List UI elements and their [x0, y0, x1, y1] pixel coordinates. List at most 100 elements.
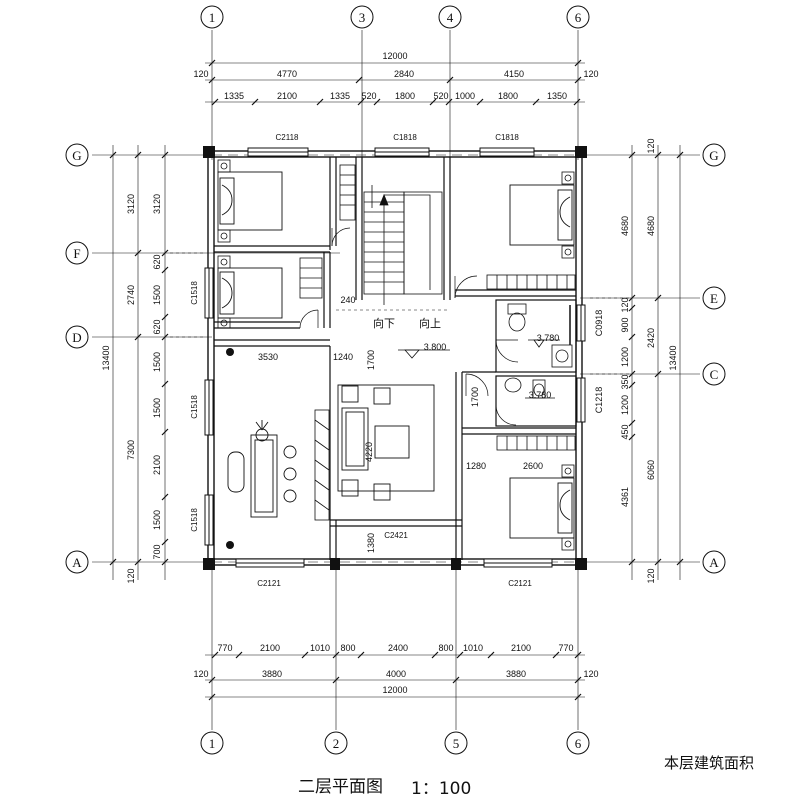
axis-label-bottom: 2 — [333, 736, 340, 751]
dim-right-inner: 900 — [620, 317, 630, 332]
dim-top-row2: 1335 — [224, 91, 244, 101]
axis-label-bottom: 1 — [209, 736, 216, 751]
dim-left-inner: 700 — [152, 544, 162, 559]
dim-interior: 1380 — [366, 533, 376, 553]
dim-bottom-row1: 800 — [438, 643, 453, 653]
dim-left-outer: 7300 — [126, 440, 136, 460]
dim-bottom-row1: 770 — [558, 643, 573, 653]
level-marker — [398, 339, 560, 399]
area-note: 本层建筑面积 — [664, 754, 755, 772]
window-label-left: C1518 — [190, 395, 199, 419]
beds — [217, 171, 575, 539]
dim-top-total: 12000 — [382, 51, 407, 61]
dim-left-total: 13400 — [101, 345, 111, 370]
dim-bottom-row2: 120 — [193, 669, 208, 679]
interior-walls — [214, 157, 577, 560]
axis-label-top: 6 — [575, 10, 582, 25]
dashed-lines — [170, 252, 630, 375]
axis-lines-horizontal — [92, 154, 700, 563]
dim-right-outer: 120 — [646, 138, 656, 153]
dim-bottom-row1: 2400 — [388, 643, 408, 653]
dim-right-inner: 1200 — [620, 395, 630, 415]
window-label-top: C1818 — [393, 133, 417, 142]
axis-label-top: 1 — [209, 10, 216, 25]
dim-interior: 240 — [340, 295, 355, 305]
windows-right — [576, 304, 586, 423]
dim-top-row2: 2100 — [277, 91, 297, 101]
window-label-top: C1818 — [495, 133, 519, 142]
dim-top-row2: 1350 — [547, 91, 567, 101]
dim-top-row1: 120 — [583, 69, 598, 79]
corner-columns — [203, 146, 587, 570]
window-label-bottom: C2121 — [257, 579, 281, 588]
dim-bottom-row1: 2100 — [511, 643, 531, 653]
axis-label-left: D — [72, 330, 81, 345]
dim-right-inner: 350 — [620, 374, 630, 389]
dim-bottom-total: 12000 — [382, 685, 407, 695]
dim-top-row2: 1800 — [498, 91, 518, 101]
axis-lines-vertical — [211, 30, 579, 730]
window-label-right: C0918 — [594, 310, 604, 337]
window-label-right: C1218 — [594, 387, 604, 414]
dim-top-row2: 1000 — [455, 91, 475, 101]
axis-label-right: A — [709, 555, 719, 570]
level-bath2: 3.780 — [529, 390, 552, 400]
stair-down-label: 向下 — [373, 316, 395, 330]
axis-label-top: 4 — [447, 10, 454, 25]
dim-left-inner: 1500 — [152, 352, 162, 372]
doors — [299, 227, 519, 426]
dim-right-inner: 4680 — [620, 216, 630, 236]
dim-left-outer: 3120 — [126, 194, 136, 214]
dim-right-inner: 4361 — [620, 487, 630, 507]
grid-bubbles — [65, 5, 726, 755]
staircase — [363, 185, 443, 305]
dim-top-row2: 1335 — [330, 91, 350, 101]
windows-left — [204, 267, 214, 546]
dim-top-row1: 4770 — [277, 69, 297, 79]
axis-label-bottom: 6 — [575, 736, 582, 751]
window-label-bottom: C2121 — [508, 579, 532, 588]
level-main: 3.800 — [424, 342, 447, 352]
dim-top-row1: 2840 — [394, 69, 414, 79]
dining-furniture — [227, 420, 297, 518]
dim-interior: 1280 — [466, 461, 486, 471]
columns-interior — [226, 348, 234, 549]
dim-right-inner: 120 — [620, 297, 630, 312]
axis-label-left: G — [72, 148, 81, 163]
dim-interior: 4220 — [364, 442, 374, 462]
dim-top-row2: 520 — [433, 91, 448, 101]
dim-right-total: 13400 — [668, 345, 678, 370]
dim-left-inner: 1500 — [152, 398, 162, 418]
axis-label-right: C — [710, 367, 719, 382]
dim-left-inner: 3120 — [152, 194, 162, 214]
dim-interior: 3530 — [258, 352, 278, 362]
dim-right-outer: 120 — [646, 568, 656, 583]
stair-up-label: 向上 — [419, 316, 441, 330]
window-label-bottom: C2421 — [384, 531, 408, 540]
dim-left-outer: 120 — [126, 568, 136, 583]
axis-label-left: A — [72, 555, 82, 570]
dim-left-inner: 620 — [152, 254, 162, 269]
axis-label-right: E — [710, 291, 718, 306]
dim-interior: 2600 — [523, 461, 543, 471]
dim-interior: 1700 — [470, 387, 480, 407]
dim-left-inner: 620 — [152, 319, 162, 334]
dim-bottom-row2: 120 — [583, 669, 598, 679]
windows-top — [247, 147, 535, 157]
dim-left-inner: 1500 — [152, 285, 162, 305]
dim-right-outer: 4680 — [646, 216, 656, 236]
dim-left-inner: 2100 — [152, 455, 162, 475]
axis-label-left: F — [73, 246, 80, 261]
dimension-lines-bottom — [205, 651, 585, 701]
window-label-left: C1518 — [190, 508, 199, 532]
dim-bottom-row1: 770 — [217, 643, 232, 653]
level-bath: 3.780 — [537, 333, 560, 343]
dim-bottom-row1: 800 — [340, 643, 355, 653]
window-label-top: C2118 — [276, 133, 300, 142]
dim-right-outer: 6060 — [646, 460, 656, 480]
dim-top-row2: 520 — [361, 91, 376, 101]
dim-left-inner: 1500 — [152, 510, 162, 530]
living-room-furniture — [337, 384, 435, 501]
dim-bottom-row2: 3880 — [506, 669, 526, 679]
